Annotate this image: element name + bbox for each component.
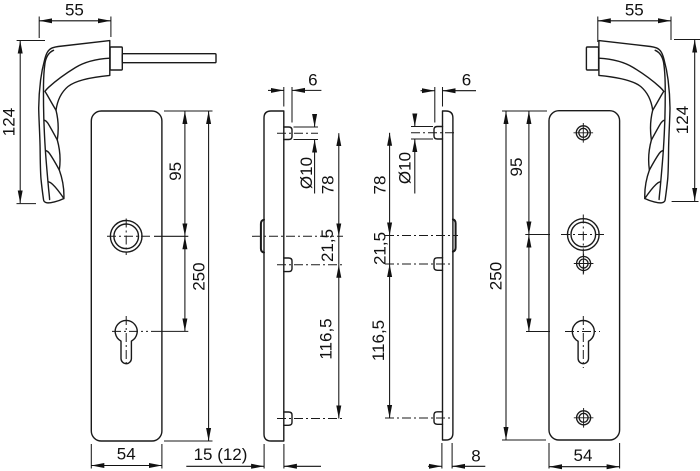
- svg-text:21,5: 21,5: [318, 229, 337, 262]
- svg-text:15 (12): 15 (12): [194, 445, 248, 464]
- svg-text:95: 95: [507, 158, 526, 177]
- svg-text:6: 6: [462, 71, 471, 90]
- svg-text:21,5: 21,5: [371, 232, 390, 265]
- svg-text:250: 250: [487, 262, 506, 290]
- svg-text:6: 6: [308, 71, 317, 90]
- svg-text:78: 78: [371, 176, 390, 195]
- svg-text:55: 55: [65, 1, 84, 20]
- svg-text:55: 55: [625, 1, 644, 20]
- svg-text:54: 54: [574, 446, 593, 465]
- svg-text:8: 8: [471, 447, 480, 466]
- svg-text:54: 54: [117, 445, 136, 464]
- svg-text:116,5: 116,5: [317, 318, 336, 359]
- svg-text:78: 78: [319, 175, 338, 194]
- svg-text:124: 124: [0, 108, 19, 136]
- svg-text:250: 250: [190, 262, 209, 290]
- svg-text:116,5: 116,5: [369, 320, 388, 361]
- svg-text:95: 95: [166, 162, 185, 181]
- svg-text:Ø10: Ø10: [297, 157, 316, 189]
- svg-text:124: 124: [673, 106, 692, 134]
- svg-text:Ø10: Ø10: [396, 152, 415, 184]
